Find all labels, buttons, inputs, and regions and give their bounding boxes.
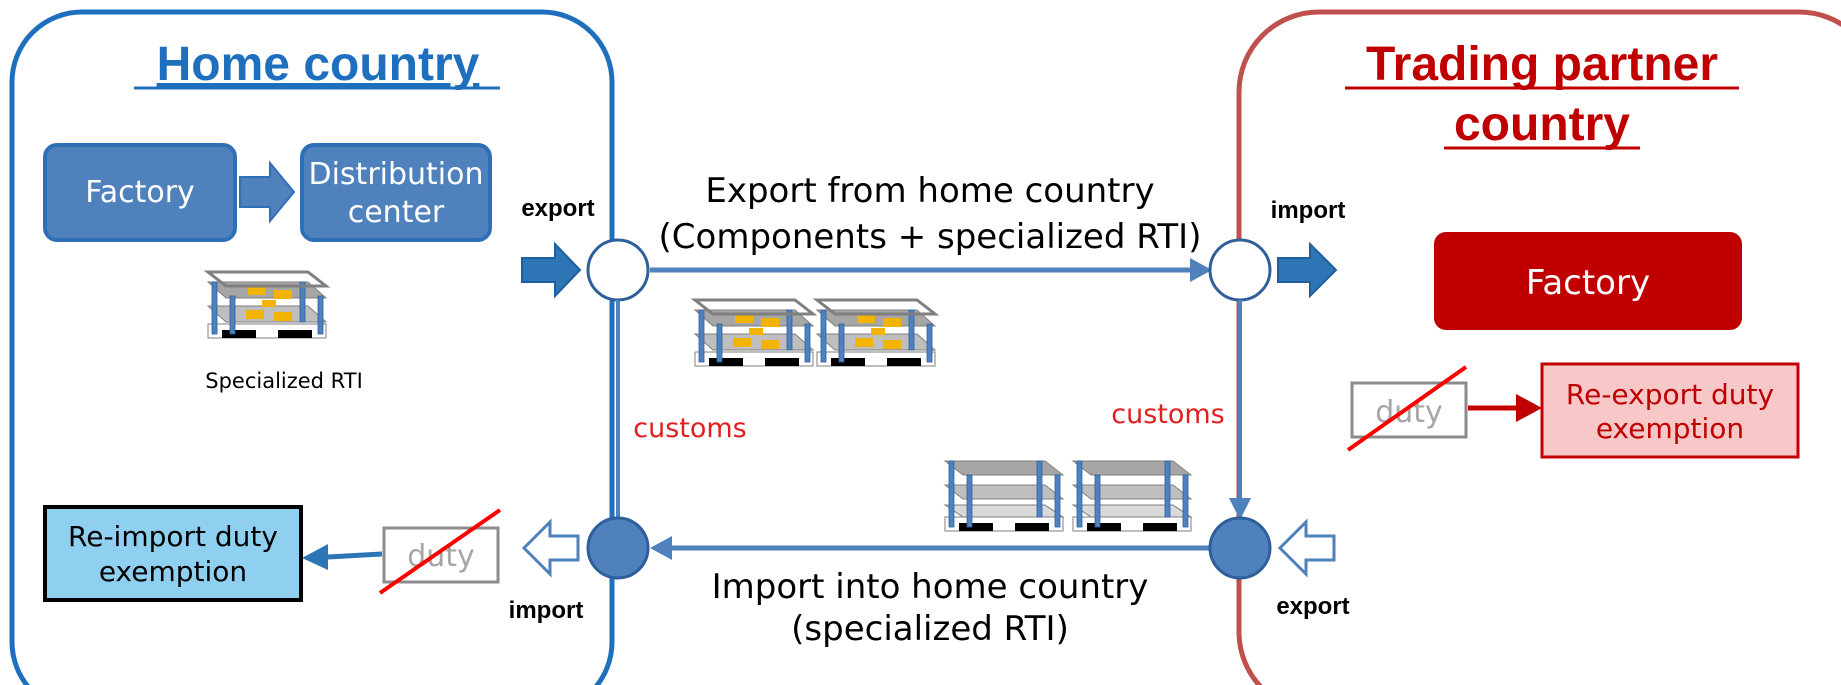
- home-duty-strike: [378, 508, 502, 595]
- factory-to-distribution-arrow: [239, 160, 296, 224]
- reexport-exemption-box: [1540, 362, 1800, 459]
- partner-duty-arrowhead: [1516, 394, 1542, 422]
- distribution-center-label-line2: center: [348, 195, 445, 230]
- home-duty-arrowhead: [302, 544, 328, 570]
- transit-rti-icon-2: [815, 298, 937, 368]
- partner-import-label: import: [1271, 197, 1346, 224]
- distribution-center-box: [300, 143, 492, 242]
- bottom-flow-label-line1: Import into home country: [712, 567, 1149, 607]
- home-export-customs-node: [586, 238, 650, 302]
- home-import-customs-node: [586, 516, 650, 580]
- home-customs-label: customs: [633, 413, 747, 444]
- partner-duty-box: [1350, 381, 1468, 439]
- partner-duty-strike: [1346, 365, 1468, 452]
- home-export-arrow: [521, 241, 582, 299]
- partner-export-arrow: [1277, 518, 1336, 578]
- home-duty-arrow-shaft: [327, 551, 383, 560]
- return-rti-icon-2: [1072, 460, 1192, 532]
- bottom-flow-label-line2: (specialized RTI): [791, 609, 1069, 649]
- top-flow-label-line1: Export from home country: [705, 171, 1154, 211]
- return-rti-icon-1: [944, 460, 1064, 532]
- home-factory-box: [43, 143, 237, 242]
- partner-customs-label: customs: [1111, 399, 1225, 430]
- partner-import-arrow: [1277, 241, 1338, 299]
- partner-factory-box: [1434, 232, 1742, 330]
- home-country-title: Home country: [157, 38, 480, 91]
- rti-label: Specialized RTI: [205, 369, 363, 393]
- home-factory-label: Factory: [85, 175, 195, 210]
- reexport-exemption-line1: Re-export duty: [1566, 378, 1774, 411]
- partner-factory-label: Factory: [1526, 263, 1650, 303]
- home-country-frame: [9, 9, 615, 685]
- partner-export-label: export: [1276, 593, 1349, 620]
- reexport-exemption-line2: exemption: [1596, 412, 1744, 445]
- partner-customs-arrowhead: [1229, 498, 1251, 520]
- partner-country-title-line2: country: [1454, 98, 1630, 151]
- home-duty-box: [382, 526, 500, 584]
- reimport-exemption-line2: exemption: [99, 555, 247, 588]
- home-import-label: import: [509, 597, 584, 624]
- reimport-exemption-line1: Re-import duty: [68, 520, 278, 553]
- partner-import-customs-node: [1208, 238, 1272, 302]
- bottom-flow-arrowhead: [650, 536, 672, 560]
- top-flow-label-line2: (Components + specialized RTI): [659, 217, 1202, 257]
- home-import-arrow: [521, 518, 580, 578]
- reimport-exemption-box: [43, 505, 303, 602]
- distribution-center-label-line1: Distribution: [308, 157, 483, 192]
- home-export-label: export: [521, 195, 594, 222]
- partner-export-customs-node: [1208, 516, 1272, 580]
- top-flow-arrowhead: [1190, 258, 1212, 282]
- transit-rti-icon-1: [693, 298, 815, 368]
- partner-country-title-line1: Trading partner: [1366, 38, 1718, 91]
- home-rti-icon: [206, 270, 328, 340]
